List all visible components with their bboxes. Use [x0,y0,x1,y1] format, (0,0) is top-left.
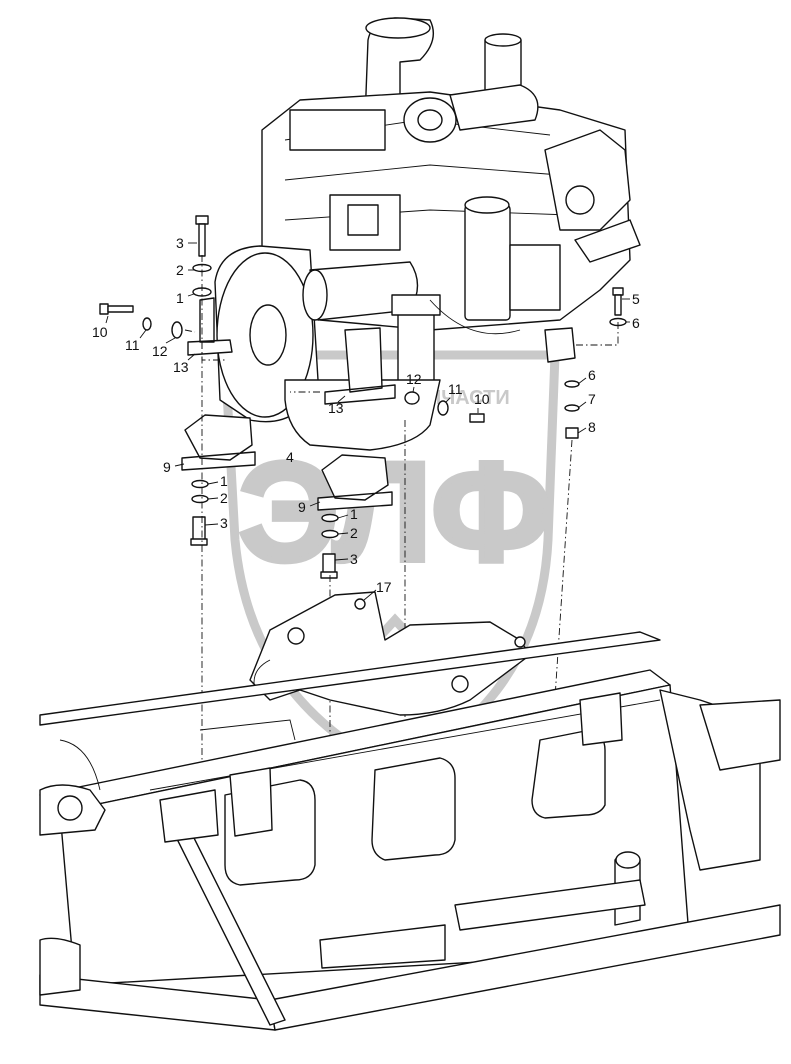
callout-10-center: 10 [474,391,490,407]
callout-3-left-lower: 3 [220,515,228,531]
support-pad-right [317,454,393,511]
engine-bracket-left [187,297,233,356]
callout-2: 2 [176,262,184,278]
callout-5: 5 [632,291,640,307]
callout-1-left-lower: 1 [220,473,228,489]
engine-bracket-right [324,327,396,405]
fastener-stack-right [564,287,627,439]
fastener-side-left [99,303,183,339]
callout-1: 1 [176,290,184,306]
callout-12: 12 [152,343,168,359]
engine [214,17,641,451]
callout-13: 13 [173,359,189,375]
callout-13-center: 13 [328,400,344,416]
vehicle-frame [39,631,781,1031]
fastener-side-center [404,391,485,423]
callout-3-center-lower: 3 [350,551,358,567]
callout-9-right: 9 [298,499,306,515]
callout-6: 6 [632,315,640,331]
fastener-stack-lower-left [190,479,209,546]
callout-3: 3 [176,235,184,251]
callout-7: 7 [588,391,596,407]
callout-11: 11 [125,337,140,353]
callout-17: 17 [376,579,392,595]
callout-12-center: 12 [406,371,422,387]
callout-4: 4 [286,449,294,465]
callout-1-center-lower: 1 [350,506,358,522]
watermark-letters: ЭЛФ [239,433,551,590]
callout-labels: 3 2 1 10 11 12 13 5 6 12 11 10 13 6 7 8 … [92,235,640,601]
callout-8: 8 [588,419,596,435]
callout-2-left-lower: 2 [220,490,228,506]
callout-11-center: 11 [448,381,463,397]
callout-2-center-lower: 2 [350,525,358,541]
watermark: ТЕХНИКА И ЗАПЧАСТИ ЭЛФ [220,350,560,775]
support-pad-left [181,414,256,471]
engine-bracket-rear [544,327,576,363]
callout-9-left: 9 [163,459,171,475]
fastener-stack-upper-left [192,215,212,297]
callout-10: 10 [92,324,108,340]
callout-6-lower: 6 [588,367,596,383]
